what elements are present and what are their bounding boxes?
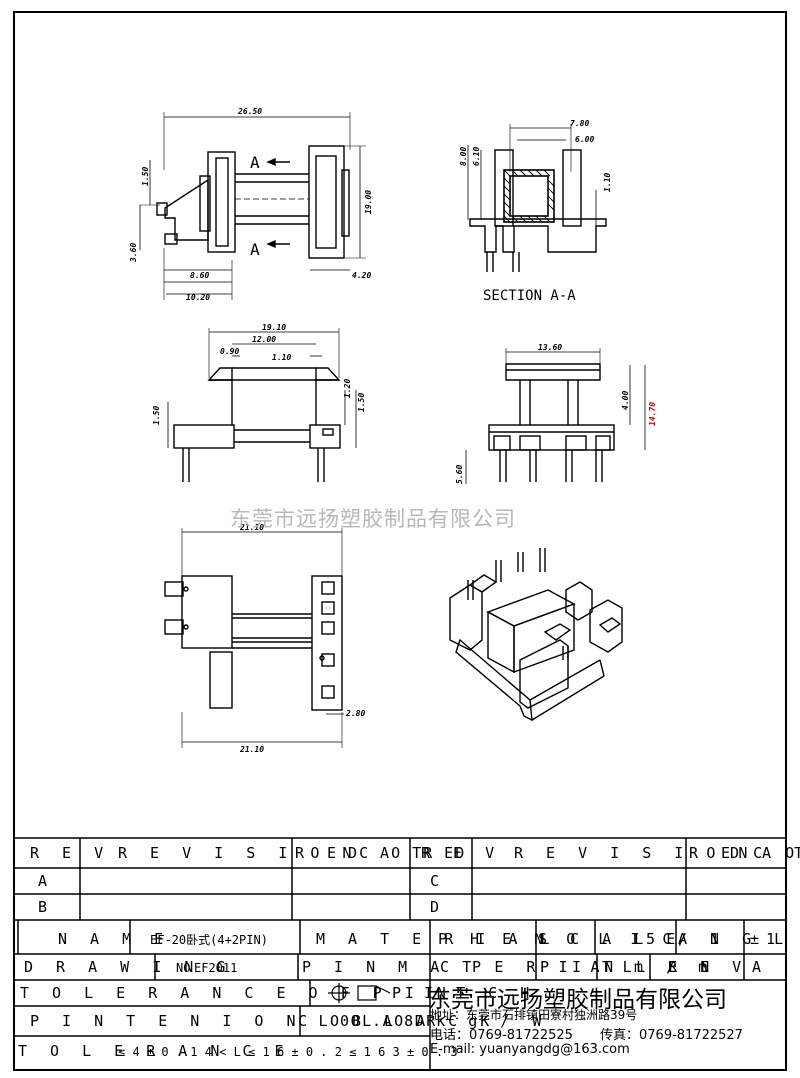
pin-material-label: P I N M A T E R I A L <box>302 958 639 976</box>
bottom-dim-bottom-21-10: 21.10 <box>239 745 264 754</box>
date-header-right: D A T E <box>730 844 800 862</box>
section-mark-a-bottom: A <box>250 240 260 259</box>
front-dim-19-10: 19.10 <box>262 323 286 332</box>
color-value: B L A C K <box>352 1012 496 1030</box>
top-dim-8-60: 8.60 <box>190 271 209 280</box>
drawing-label: D R A W I N G <box>24 958 232 976</box>
side-dim-14-70: 14.70 <box>648 402 657 426</box>
section-dim-6-10: 6.10 <box>472 147 481 166</box>
scale-label: S C A L E <box>538 930 682 948</box>
rev-label: R E V <box>668 958 748 976</box>
section-view <box>467 124 607 272</box>
pin-tension-value: 0 . 8 k g / W <box>340 1012 548 1030</box>
record-header-right: R E C O R D <box>689 844 800 862</box>
front-dim-1-10: 1.10 <box>272 353 291 362</box>
section-dim-7-80: 7.80 <box>570 119 589 128</box>
side-dim-4-00: 4.00 <box>621 391 630 410</box>
front-dim-1-20: 1.20 <box>343 379 352 398</box>
pitch-label: P I T C H <box>392 984 536 1002</box>
tolerance-values: ≤ 4 ± 0 . 1 4 < L ≤ 1 6 ± 0 . 2 ≤ 1 6 3 … <box>118 1045 458 1059</box>
front-dim-1-50-right: 1.50 <box>357 393 366 412</box>
date-header-left: D A T E <box>348 844 460 862</box>
front-dim-12-00: 12.00 <box>252 335 276 344</box>
section-mark-a-top: A <box>250 153 260 172</box>
front-dim-1-50-left: 1.50 <box>152 406 161 425</box>
name-label: N A M E <box>58 930 170 948</box>
color-label: C O L O R <box>298 1012 442 1030</box>
top-dim-1-50: 1.50 <box>141 167 150 186</box>
rev-row-c: C <box>430 872 446 890</box>
section-dim-8-00: 8.00 <box>459 147 468 166</box>
pitch-symbol-icon <box>328 983 391 1003</box>
drawing-number: EF2011 <box>194 961 237 975</box>
top-dim-10-20: 10.20 <box>186 293 210 302</box>
section-dim-1-10: 1.10 <box>603 173 612 192</box>
top-dim-4-20: 4.20 <box>352 271 371 280</box>
pin-length-value: T m / m <box>602 958 714 976</box>
name-value: EF-20卧式(4+2PIN) <box>150 933 268 947</box>
drawing-no-label: NO <box>176 961 190 975</box>
rev-row-d: D <box>430 898 446 916</box>
material-value: P H E N O L I C <box>438 930 678 948</box>
company-phone: 电话：0769-81722525 <box>430 1028 573 1043</box>
angle-value: ±1 ° <box>750 930 800 948</box>
side-dim-13-60: 13.60 <box>538 343 562 352</box>
tolerance-label: T O L E R A N C E <box>18 1042 291 1060</box>
rev-row-b: B <box>38 898 54 916</box>
pin-tension-label: P I N T E N I O N L O A D <box>30 1012 431 1030</box>
watermark: 东莞市远扬塑胶制品有限公司 <box>230 507 516 531</box>
company-fax: 传真：0769-81722527 <box>600 1028 743 1043</box>
record-header-left: R E C O R D <box>295 844 471 862</box>
side-view <box>465 348 646 484</box>
section-dim-6-00: 6.00 <box>575 135 594 144</box>
company-email: E-mail: yuanyangdg@163.com <box>430 1042 630 1057</box>
top-dim-height: 19.00 <box>364 190 373 214</box>
front-view <box>167 328 357 482</box>
pin-material-value: C P <box>440 958 488 976</box>
side-dim-5-60: 5.60 <box>455 465 464 484</box>
revision-header-left: R E V I S I O N <box>118 844 358 862</box>
revision-header-right: R E V I S I O N <box>514 844 754 862</box>
title-block-lines <box>14 837 786 1070</box>
isometric-view <box>449 548 623 722</box>
top-dim-3-60: 3.60 <box>129 243 138 263</box>
bottom-dim-top-21-10: 21.10 <box>239 523 264 532</box>
bottom-dim-2-80: 2.80 <box>345 709 365 718</box>
front-dim-0-90: 0.90 <box>220 347 239 356</box>
company-address: 地址：东莞市石排镇田寮村独洲路39号 <box>430 1008 638 1022</box>
rev-row-a: A <box>38 872 54 890</box>
angle-label: A N G L E <box>678 930 800 948</box>
company-name: 东莞市远扬塑胶制品有限公司 <box>428 987 727 1013</box>
rev-header-left: R E V <box>30 844 110 862</box>
sheet-border <box>13 11 787 1071</box>
top-view <box>139 112 366 300</box>
material-label: M A T E R I A L <box>316 930 556 948</box>
section-label: SECTION A-A <box>483 288 576 304</box>
pin-tolerance-label: T O L E R A N C E O F P I N <box>20 984 453 1002</box>
rev-header-right: R E V <box>421 844 501 862</box>
bottom-view <box>164 528 344 748</box>
scale-value: 5 / 1 <box>646 930 726 948</box>
pin-length-label: P I N L E N <box>540 958 716 976</box>
rev-value: A <box>752 958 768 976</box>
top-dim-overall-width: 26.50 <box>237 107 262 116</box>
